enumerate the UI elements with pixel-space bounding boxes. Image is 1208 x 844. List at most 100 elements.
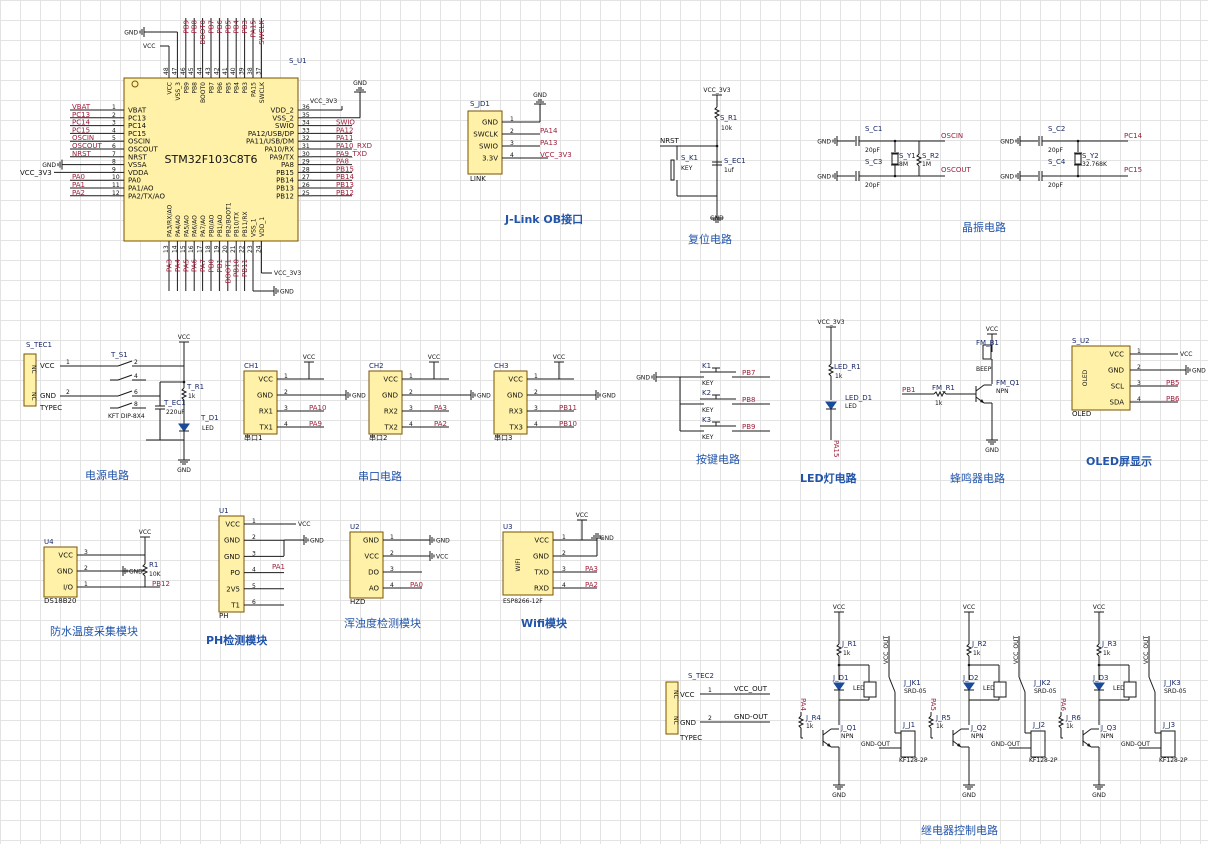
crystal-caption: 晶振电路 <box>962 220 1006 234</box>
oled-body <box>1071 345 1131 411</box>
ds18b20-gnd: GND <box>129 569 143 576</box>
jlink-pin-3.3V: 3.3V <box>482 155 498 163</box>
net-PA4: PA4 <box>799 698 807 712</box>
oled-pin-SDA: SDA <box>1110 399 1125 407</box>
mcu-pin-PB5: PB5 <box>225 82 232 94</box>
pin-number: 2 <box>112 112 116 119</box>
resistor <box>141 563 149 577</box>
pin-number: 16 <box>188 245 195 253</box>
relay-q-val: NPN <box>1101 733 1114 740</box>
jlink-body <box>467 110 503 175</box>
mcu-pin-PA2/TX/AO: PA2/TX/AO <box>128 192 165 200</box>
pin-number: 44 <box>197 67 204 75</box>
mcu-pin-PB15: PB15 <box>276 169 294 177</box>
serial-pin-TX2: TX2 <box>383 424 398 432</box>
pin-number: 37 <box>255 67 262 75</box>
net-PB3: PB3 <box>241 20 249 33</box>
net-PB1: PB1 <box>216 259 224 272</box>
pin-number: 4 <box>409 421 413 428</box>
serial-body-CH3 <box>493 370 528 435</box>
relay-j-ref: J_J1 <box>902 721 915 729</box>
relay-r-val: 1k <box>843 650 851 657</box>
ph-pin-T1: T1 <box>230 602 240 610</box>
pin-number: 1 <box>284 373 288 380</box>
pin-number: 2 <box>562 550 566 557</box>
resistor <box>827 363 835 377</box>
pin-number: 38 <box>247 67 254 75</box>
pin-number: 1 <box>708 687 712 694</box>
relay-vcc: VCC <box>1093 604 1105 611</box>
serial-pin-VCC: VCC <box>258 376 273 384</box>
led-caption: LED灯电路 <box>800 471 858 485</box>
crystal-ref: S_Y1 <box>899 152 916 160</box>
oled-side: OLED <box>1082 369 1089 386</box>
crystal-cap-val: 20pF <box>865 182 880 189</box>
wifi-pin-RXD: RXD <box>534 585 549 593</box>
mcu-pin-PA1/AO: PA1/AO <box>128 185 154 193</box>
resistor <box>927 715 935 729</box>
pin-number: 21 <box>230 245 237 253</box>
net-OSCIN: OSCIN <box>941 132 963 140</box>
wire <box>117 402 133 409</box>
net-PA2: PA2 <box>434 420 447 428</box>
relay-d-ref: J_D1 <box>832 674 848 682</box>
mcu-pin-PB11/RX: PB11/RX <box>242 211 249 237</box>
mcu-pin-PB2/BOOT1: PB2/BOOT1 <box>225 202 232 237</box>
serial-vcc: VCC <box>553 354 565 361</box>
net-PC15: PC15 <box>72 126 90 134</box>
pin-number: 10 <box>112 174 120 181</box>
transistor-arrow <box>980 399 984 403</box>
crystal-r-ref: S_R2 <box>922 152 939 160</box>
pin-number: 3 <box>112 120 116 127</box>
turbidity-pin-GND: GND <box>363 537 379 545</box>
net-SWIO: SWIO <box>336 119 355 127</box>
buzzer-r-ref: FM_R1 <box>932 384 955 392</box>
pin-number: 2 <box>390 550 394 557</box>
ph-pin-VCC: VCC <box>225 521 240 529</box>
mcu-body <box>123 77 299 242</box>
mcu-pin-PB10/TX: PB10/TX <box>234 212 241 237</box>
pin-number: 46 <box>180 67 187 75</box>
serial-pin-RX1: RX1 <box>259 408 273 416</box>
net-PA6: PA6 <box>191 258 199 272</box>
relay-k-ref: J_JK2 <box>1033 679 1051 687</box>
mcu-pin-PC14: PC14 <box>128 122 147 130</box>
pin-number: 34 <box>302 120 310 127</box>
wire <box>952 728 962 736</box>
mcu-pin-PA9/TX: PA9/TX <box>270 153 295 161</box>
wifi-pin-VCC: VCC <box>534 537 549 545</box>
ph-caption: PH检测模块 <box>206 633 268 647</box>
turbidity-gnd: GND <box>436 538 450 545</box>
key-val: KEY <box>702 407 714 414</box>
relays-caption: 继电器控制电路 <box>921 823 998 837</box>
relay-vout: VCC_OUT <box>883 636 890 665</box>
net-PC15: PC15 <box>1124 166 1142 174</box>
pin-number: 39 <box>239 67 246 75</box>
buzzer-val: BEEP <box>976 366 992 373</box>
oled-ref: S_U2 <box>1072 337 1090 345</box>
reset-c-val: 1uf <box>724 167 735 174</box>
ds18b20-r-val: 10K <box>149 571 162 578</box>
net-PA10: PA10 <box>309 404 326 412</box>
ph-body <box>218 515 245 613</box>
pin-number: 3 <box>284 405 288 412</box>
mcu-pin-PB12: PB12 <box>276 192 294 200</box>
crystal <box>891 153 899 165</box>
relay-rb-ref: J_R6 <box>1065 714 1081 722</box>
pin-number: 30 <box>302 151 310 158</box>
pin-number: 1 <box>390 534 394 541</box>
relay-rb-val: 1k <box>936 723 944 730</box>
power-caption: 电源电路 <box>85 468 129 482</box>
resistor <box>713 106 721 120</box>
buzzer-q-val: NPN <box>996 388 1009 395</box>
pin-number: 13 <box>163 245 170 253</box>
wire <box>975 384 985 392</box>
relay-r-ref: J_R1 <box>841 640 857 648</box>
net-PA8: PA8 <box>336 158 349 166</box>
pin-number: 24 <box>255 245 262 253</box>
relay-j-ref: J_J2 <box>1032 721 1045 729</box>
turbidity-caption: 浑浊度检测模块 <box>344 616 421 630</box>
oled-vcc: VCC <box>1180 351 1192 358</box>
